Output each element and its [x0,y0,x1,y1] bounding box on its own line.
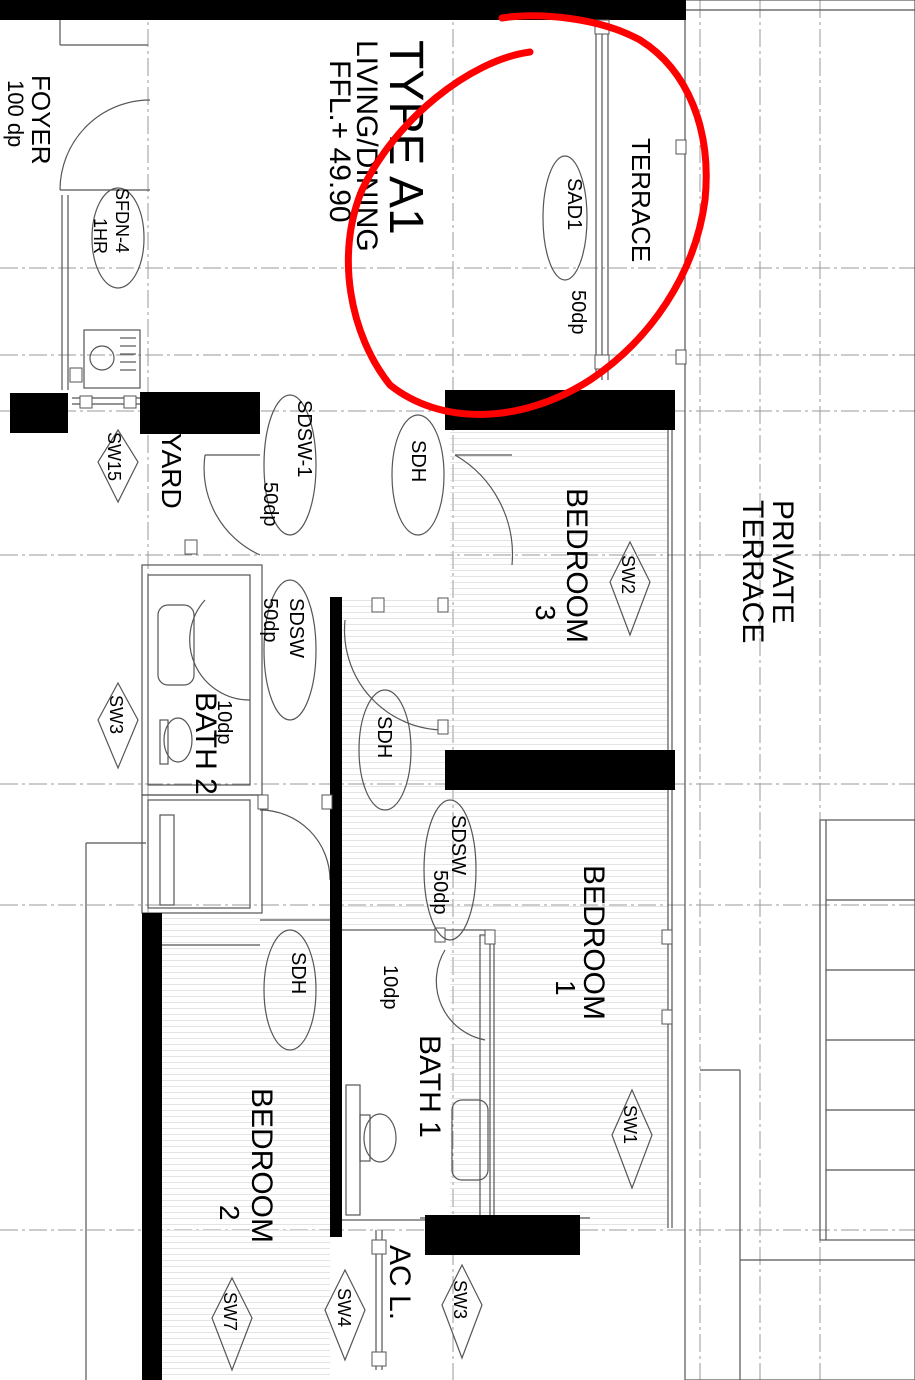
sw15-label: SW15 [104,432,124,481]
tag-shapes [91,155,653,1372]
private-terrace-label-1: PRIVATE [766,500,799,624]
sdsw-yard-dp-label: 50dp [259,598,281,643]
sdsw1-label: SDSW-1 [293,400,315,477]
sw4-diamond [324,1268,366,1362]
sad1-label: SAD1 [563,178,585,230]
sdh-label-3: SDH [287,952,309,994]
sw15-diamond [97,428,139,504]
tag-labels: SAD1 SFDN-4 1HR SDSW-1 50dp SDSW 50dp SD… [90,178,640,1331]
bath1-label: BATH 1 [413,1035,446,1138]
sdsw-yard-tag [263,579,317,721]
room-labels: TYPE A1 LIVING/DINING FFL.+ 49.90 FOYER … [3,40,799,1320]
bath2-dp-label: 10dp [213,700,235,745]
sw7-label: SW7 [220,1292,240,1331]
sdh-label-1: SDH [407,440,429,482]
bedroom1-label-1: BEDROOM [577,865,610,1020]
foyer-label: FOYER [26,75,56,165]
sdsw-corridor-dp-label: 50dp [429,870,451,915]
terrace-dp-label: 50dp [567,290,589,335]
sad1-tag [542,155,588,281]
bath1-dp-label: 10dp [379,965,401,1010]
yard-label: YARD [156,433,187,509]
sw3-diamond-b [441,1263,483,1360]
sdh-tag-1 [391,414,445,536]
sdsw-corridor-label: SDSW [447,815,469,875]
sdh-label-2: SDH [373,716,395,758]
sw2-label: SW2 [618,555,638,594]
sw3-label-b: SW3 [450,1280,470,1319]
bath2-label: BATH 2 [189,692,222,795]
sw3-label-a: SW3 [106,695,126,734]
sw3-diamond-a [97,681,139,770]
sw1-label: SW1 [620,1105,640,1144]
ac-ledge-label: AC L. [383,1245,416,1320]
bedroom1-label-2: 1 [550,980,581,996]
bedroom2-label-1: BEDROOM [245,1088,278,1243]
ffl-label: FFL.+ 49.90 [323,60,356,223]
private-terrace-label-2: TERRACE [736,500,769,643]
sw1-diamond [611,1088,653,1190]
sdh-tag-2 [358,689,412,811]
sdsw-corridor-tag [423,799,477,941]
sw7-diamond [211,1276,253,1372]
bedroom3-label-1: BEDROOM [560,488,593,643]
sdsw1-tag [263,394,317,536]
sdsw1-dp-label: 50dp [259,482,281,527]
sfdn4-label-2: 1HR [90,218,110,254]
red-annotation-circle [344,12,710,418]
sdsw-yard-label: SDSW [285,598,307,658]
terrace-label: TERRACE [626,138,656,262]
sfdn4-label-1: SFDN-4 [112,188,132,253]
sfdn4-tag [91,187,145,289]
foyer-dp-label: 100 dp [3,80,28,147]
bedroom3-label-2: 3 [530,605,561,621]
door-swings [59,99,514,1041]
sdh-tag-3 [263,929,317,1051]
unit-title: TYPE A1 [379,40,432,235]
walls [0,0,686,1380]
bedroom2-label-2: 2 [214,1205,245,1221]
sw2-diamond [609,540,651,637]
sw4-label: SW4 [334,1288,354,1327]
